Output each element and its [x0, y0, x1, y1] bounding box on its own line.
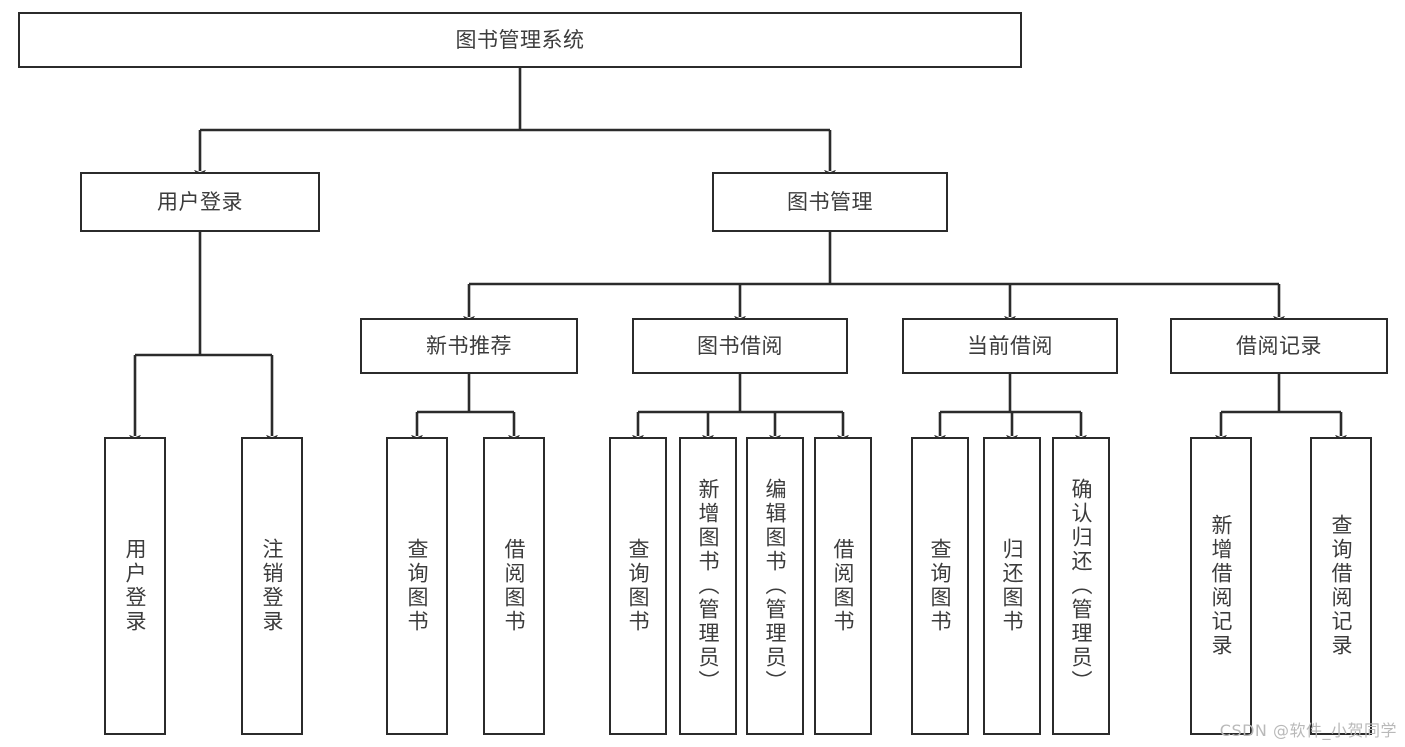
node-l-qbook1[interactable]: 查询图书: [386, 437, 448, 735]
node-l-bbook1[interactable]: 借阅图书: [483, 437, 545, 735]
node-l-addrec[interactable]: 新增借阅记录: [1190, 437, 1252, 735]
node-label: 确认归还（管理员）: [1069, 478, 1094, 694]
node-label: 新书推荐: [426, 333, 512, 358]
node-label: 借阅图书: [502, 538, 527, 634]
csdn-watermark: CSDN @软件_小贺同学: [1219, 721, 1397, 740]
node-label: 查询借阅记录: [1329, 514, 1354, 658]
node-l-qbook2[interactable]: 查询图书: [609, 437, 667, 735]
node-root[interactable]: 图书管理系统: [18, 12, 1022, 68]
node-bookmgmt[interactable]: 图书管理: [712, 172, 948, 232]
node-l-bbook2[interactable]: 借阅图书: [814, 437, 872, 735]
node-label: 图书管理: [787, 189, 873, 214]
node-records[interactable]: 借阅记录: [1170, 318, 1388, 374]
node-label: 编辑图书（管理员）: [763, 478, 788, 694]
node-label: 用户登录: [157, 189, 243, 214]
node-label: 借阅记录: [1236, 333, 1322, 358]
node-l-qrec[interactable]: 查询借阅记录: [1310, 437, 1372, 735]
node-label: 新增借阅记录: [1209, 514, 1234, 658]
node-label: 注销登录: [260, 538, 285, 634]
node-label: 图书管理系统: [455, 27, 585, 52]
node-l-addbook[interactable]: 新增图书（管理员）: [679, 437, 737, 735]
node-l-logout[interactable]: 注销登录: [241, 437, 303, 735]
node-label: 当前借阅: [967, 333, 1053, 358]
node-label: 图书借阅: [697, 333, 783, 358]
node-l-qbook3[interactable]: 查询图书: [911, 437, 969, 735]
node-l-return[interactable]: 归还图书: [983, 437, 1041, 735]
node-l-login[interactable]: 用户登录: [104, 437, 166, 735]
node-label: 归还图书: [1000, 538, 1025, 634]
node-l-editbook[interactable]: 编辑图书（管理员）: [746, 437, 804, 735]
node-label: 用户登录: [123, 538, 148, 634]
node-label: 查询图书: [626, 538, 651, 634]
node-current[interactable]: 当前借阅: [902, 318, 1118, 374]
node-label: 查询图书: [928, 538, 953, 634]
node-login[interactable]: 用户登录: [80, 172, 320, 232]
node-newbooks[interactable]: 新书推荐: [360, 318, 578, 374]
node-l-confirm[interactable]: 确认归还（管理员）: [1052, 437, 1110, 735]
node-label: 新增图书（管理员）: [696, 478, 721, 694]
edges: [129, 68, 1347, 445]
node-label: 查询图书: [405, 538, 430, 634]
node-borrow[interactable]: 图书借阅: [632, 318, 848, 374]
node-label: 借阅图书: [831, 538, 856, 634]
